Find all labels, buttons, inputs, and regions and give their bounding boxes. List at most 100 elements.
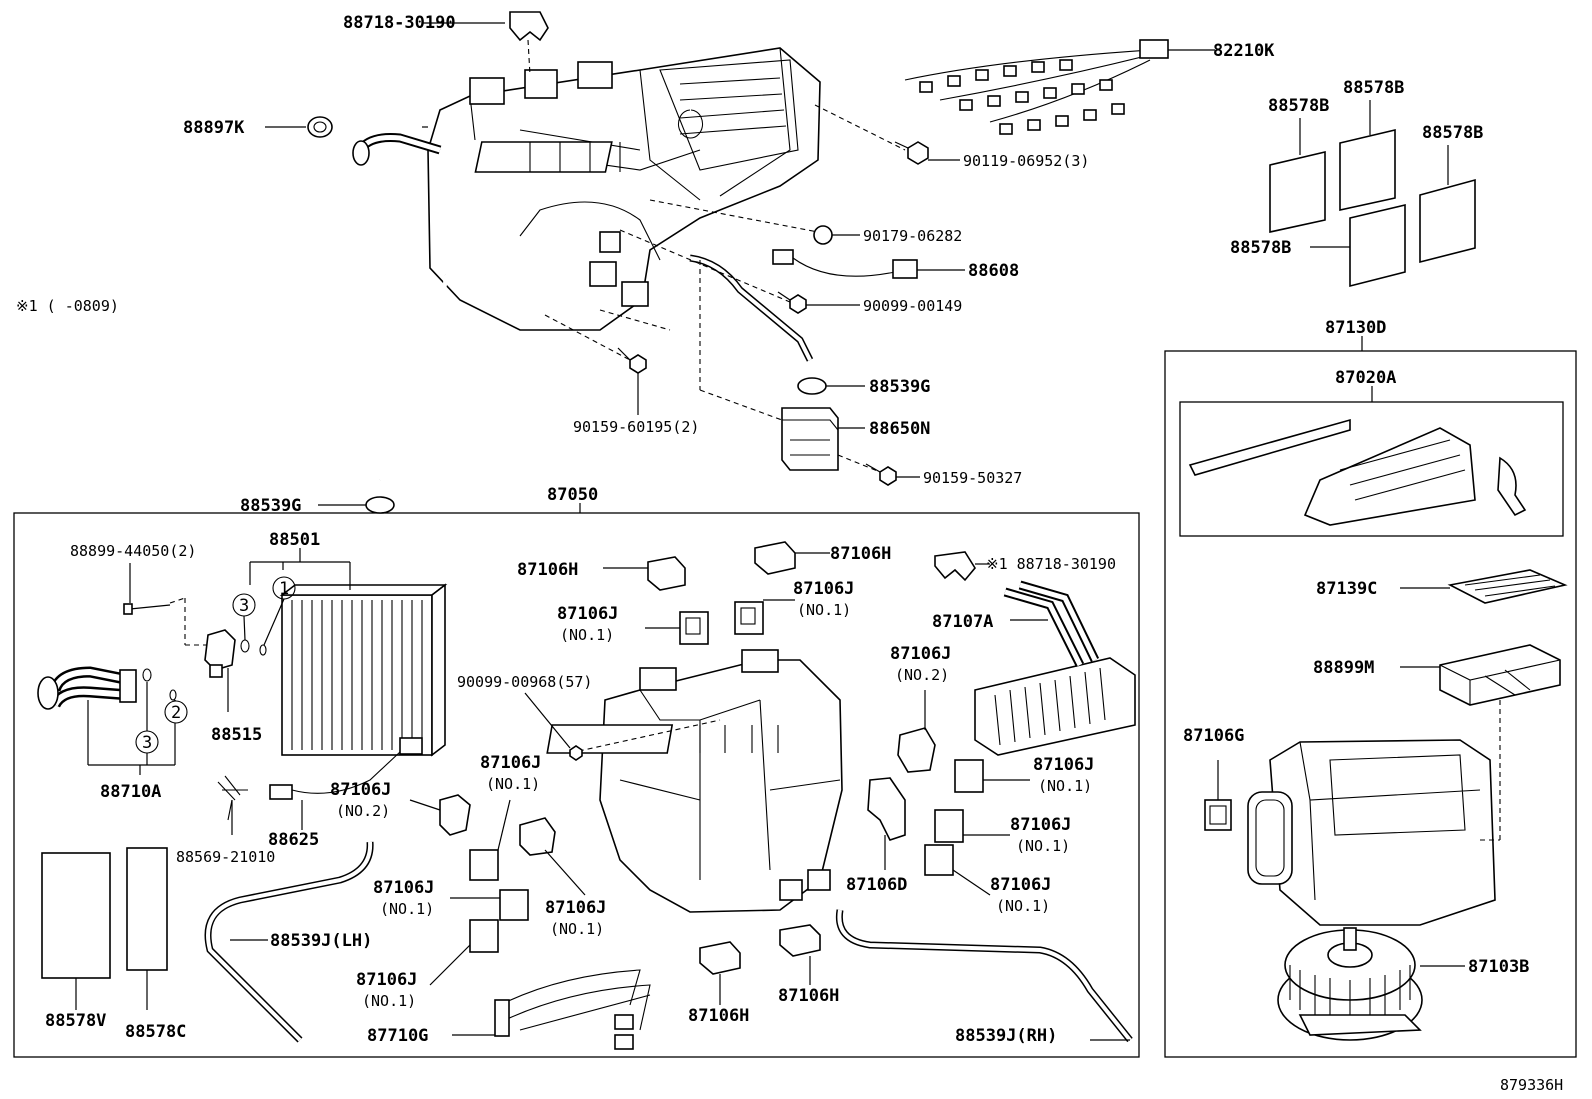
servo-87106J-h-icon — [934, 809, 964, 843]
screw-90159-50327-icon — [865, 463, 897, 486]
label-88578B: 88578B — [1230, 238, 1291, 258]
label-87106J-no: (NO.1) — [1038, 777, 1092, 795]
label-87106J: 87106J — [373, 878, 434, 898]
label-88578B: 88578B — [1268, 96, 1329, 116]
actuator-87106D-icon — [867, 777, 906, 841]
label-88515: 88515 — [211, 725, 262, 745]
label-87106J: 87106J — [545, 898, 606, 918]
label-88710A: 88710A — [100, 782, 161, 802]
screw-90119-06952-icon — [894, 141, 929, 165]
label-90159-50327: 90159-50327 — [923, 469, 1022, 487]
label-87710G: 87710G — [367, 1026, 428, 1046]
label-87106J-no: (NO.1) — [996, 897, 1050, 915]
clip-88569-21010-icon — [217, 775, 248, 821]
connector-87106H-d-icon — [779, 924, 821, 957]
label-90159-60195: 90159-60195(2) — [573, 418, 699, 436]
label-88899M: 88899M — [1313, 658, 1374, 678]
label-87106G: 87106G — [1183, 726, 1244, 746]
note-mark: ※1 ( -0809) — [16, 297, 119, 315]
group-box-87050 — [13, 512, 1140, 1058]
label-87106H: 87106H — [688, 1006, 749, 1026]
filter-88578V-icon — [41, 852, 111, 979]
label-87139C: 87139C — [1316, 579, 1377, 599]
servo-87106J-f-icon — [439, 794, 471, 836]
label-88539J-LH: 88539J(LH) — [270, 931, 372, 951]
label-87106J: 87106J — [557, 604, 618, 624]
label-87106J: 87106J — [330, 780, 391, 800]
label-87106J-no: (NO.1) — [560, 626, 614, 644]
servo-87106J-k-icon — [469, 919, 499, 953]
label-87107A: 87107A — [932, 612, 993, 632]
label-90099-00968: 90099-00968(57) — [457, 673, 592, 691]
label-90119-06952: 90119-06952(3) — [963, 152, 1089, 170]
label-90099-00149: 90099-00149 — [863, 297, 962, 315]
circle-3: 3 — [142, 733, 152, 753]
hvac-housing-top-icon — [427, 47, 821, 331]
blower-motor-87103B-icon — [1277, 927, 1423, 1041]
label-87106H: 87106H — [778, 986, 839, 1006]
wire-harness-82210K-icon — [904, 39, 1169, 135]
label-87106H: 87106H — [517, 560, 578, 580]
connector-87106H-a-icon — [647, 556, 686, 591]
label-87106J-no: (NO.1) — [1016, 837, 1070, 855]
filter-88578B-icons — [1269, 128, 1476, 288]
label-87050: 87050 — [547, 485, 598, 505]
label-87106J-no: (NO.1) — [362, 992, 416, 1010]
label-90179-06282: 90179-06282 — [863, 227, 962, 245]
servo-87106J-j-icon — [499, 889, 529, 921]
label-88897K: 88897K — [183, 118, 245, 138]
label-87106J: 87106J — [890, 644, 951, 664]
label-82210K: 82210K — [1213, 41, 1275, 61]
pipe-88710A-icon — [37, 666, 137, 710]
group-box-87130D — [1164, 350, 1577, 1058]
filter-88578C-icon — [126, 847, 168, 971]
label-88539J-RH: 88539J(RH) — [955, 1026, 1057, 1046]
label-88625: 88625 — [268, 830, 319, 850]
label-87106J-no: (NO.2) — [895, 666, 949, 684]
servo-87106J-c-icon — [897, 727, 936, 773]
label-88650N: 88650N — [869, 419, 930, 439]
label-88501: 88501 — [269, 530, 320, 550]
blower-housing-icon — [1247, 739, 1496, 926]
grommet-88897K-icon — [307, 116, 333, 138]
blower-resistor-88650N-icon — [781, 407, 839, 471]
label-87106H: 87106H — [830, 544, 891, 564]
label-88578B: 88578B — [1422, 123, 1483, 143]
clip-88718-30190-b-icon — [934, 551, 976, 582]
servo-87106J-g-icon — [519, 817, 556, 856]
diagram-id: 879336H — [1500, 1076, 1563, 1094]
circle-2: 2 — [171, 703, 181, 723]
labels: 88718-30190 82210K 88578B 88578B 88578B … — [16, 13, 1563, 1094]
bolt-88899-44050-icon — [123, 603, 171, 615]
label-87106J-no: (NO.1) — [486, 775, 540, 793]
label-88718-30190: 88718-30190 — [343, 13, 456, 33]
label-87103B: 87103B — [1468, 957, 1529, 977]
label-87106J-no: (NO.1) — [797, 601, 851, 619]
label-88578C: 88578C — [125, 1022, 186, 1042]
label-87106J: 87106J — [480, 753, 541, 773]
grommet-88539G-lower-icon — [365, 496, 395, 514]
label-88578B: 88578B — [1343, 78, 1404, 98]
expansion-valve-88515-icon — [204, 629, 236, 678]
connector-87106H-c-icon — [699, 941, 741, 975]
thermistor-88625-icon — [269, 737, 423, 800]
servo-87106J-d-icon — [954, 759, 984, 793]
label-88539G-lower: 88539G — [240, 496, 301, 516]
grommet-88539G-icon — [797, 377, 827, 395]
filter-case-88899M-icon — [1439, 644, 1561, 706]
label-87130D: 87130D — [1325, 318, 1386, 338]
label-87106D: 87106D — [846, 875, 907, 895]
label-87106J: 87106J — [1010, 815, 1071, 835]
screw-90099-00968-icon — [569, 745, 583, 761]
label-87106J-no: (NO.1) — [550, 920, 604, 938]
label-88569-21010: 88569-21010 — [176, 848, 275, 866]
hvac-housing-lower-icon — [546, 649, 843, 913]
servo-87106G-icon — [1204, 799, 1232, 831]
label-88539G: 88539G — [869, 377, 930, 397]
evaporator-88501-icon — [279, 583, 448, 757]
label-87106J: 87106J — [1033, 755, 1094, 775]
sensor-88608-icon — [772, 249, 918, 279]
screw-90099-00149-icon — [777, 291, 807, 314]
clip-88718-30190-icon — [509, 11, 549, 42]
label-87106J: 87106J — [793, 579, 854, 599]
